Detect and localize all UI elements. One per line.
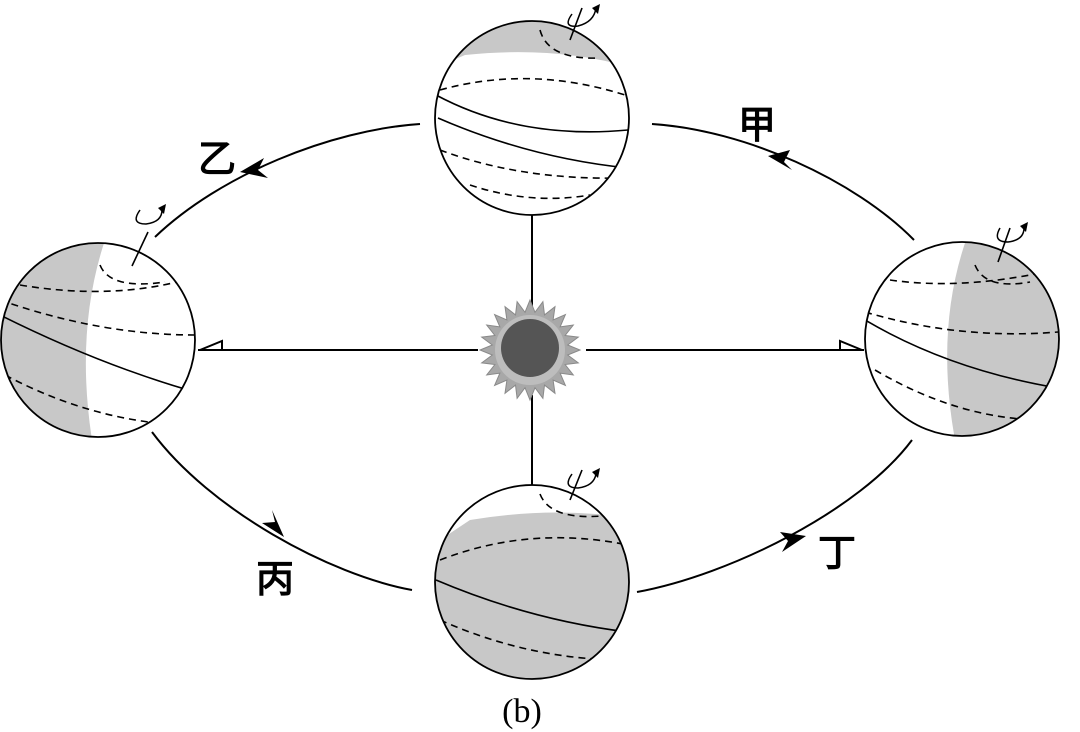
globe-left: [0, 204, 196, 438]
rotation-arrow-icon: [996, 227, 1025, 243]
rotation-arrow-icon: [567, 473, 597, 489]
right-angle-marker-right: [839, 339, 863, 351]
globe-right: [864, 222, 1060, 437]
label-bing: 丙: [256, 557, 294, 601]
orbit-arrow-ding: [780, 532, 806, 552]
orbit-arrow-bing: [262, 510, 284, 537]
orbit-arc-bottom-left: [151, 431, 413, 591]
globe-bottom: [434, 468, 630, 680]
orbit-arc-bottom-right: [636, 439, 913, 593]
label-yi: 乙: [198, 137, 236, 181]
sun-cross-lines: [198, 163, 864, 486]
rotation-arrow-icon: [567, 7, 597, 27]
figure-caption: (b): [502, 693, 542, 730]
globe-top: [434, 4, 630, 216]
globe-right-night-side: [947, 242, 1059, 436]
orbit-arc-top-left: [154, 123, 421, 238]
label-jia: 甲: [738, 103, 776, 147]
orbit-arrows: [240, 150, 806, 552]
sun-icon: [478, 298, 582, 402]
rotation-arrow-icon: [135, 209, 163, 225]
label-ding: 丁: [818, 531, 856, 575]
orbit-arrow-yi: [240, 158, 268, 178]
right-angle-marker-left: [199, 339, 223, 351]
orbit-arrow-jia: [768, 150, 792, 170]
orbit-arc-top-right: [651, 123, 915, 241]
